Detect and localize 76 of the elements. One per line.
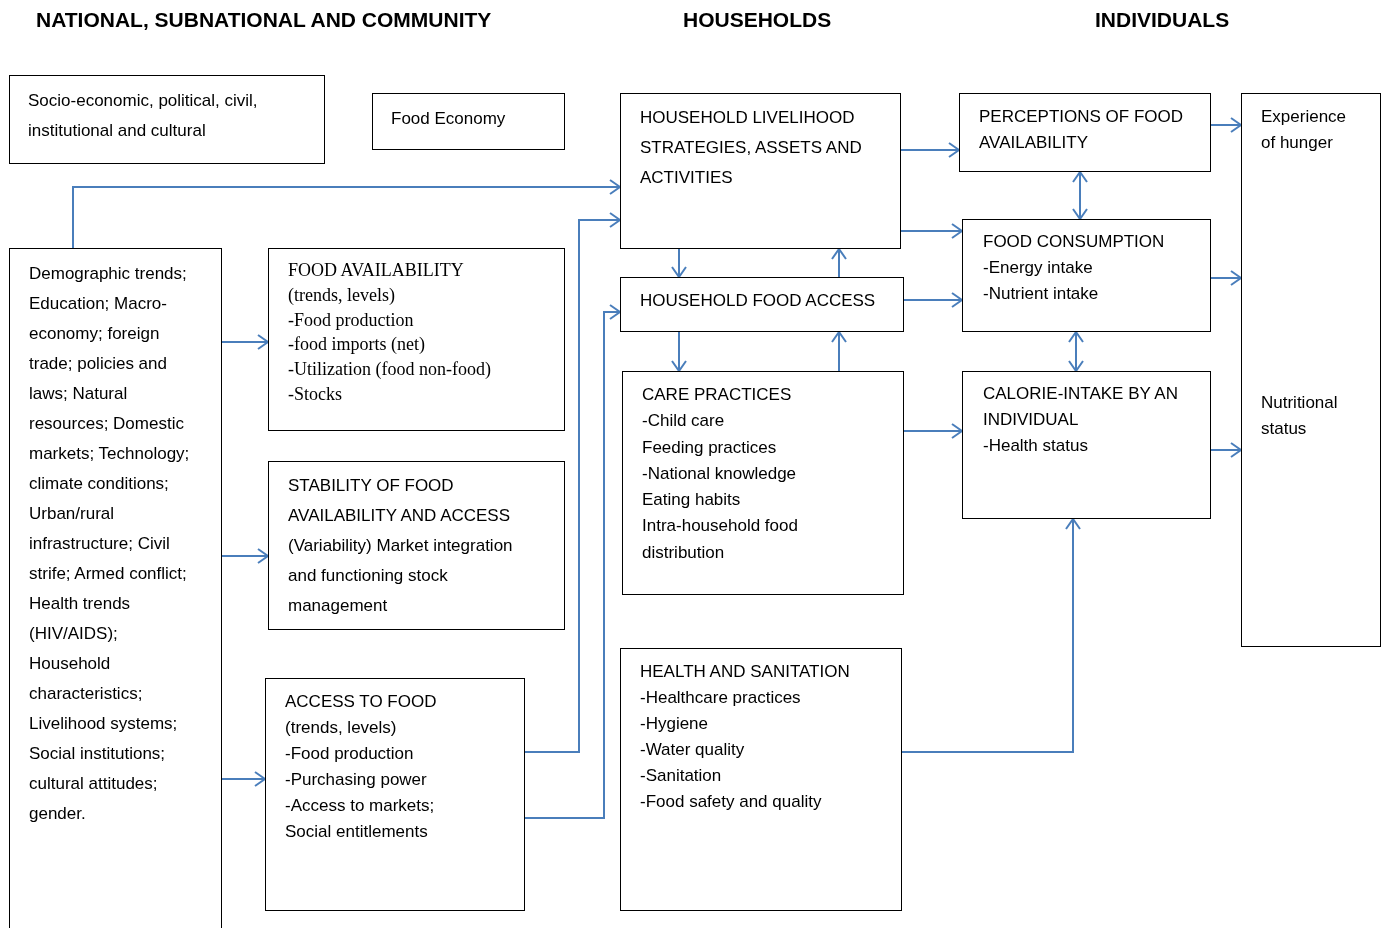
box-text: -Hygiene	[640, 713, 710, 735]
arrow	[524, 212, 621, 753]
process-box	[962, 219, 1211, 332]
column-heading: HOUSEHOLDS	[683, 8, 832, 32]
process-box	[265, 678, 525, 911]
box-text: -Food production	[288, 308, 415, 332]
process-box	[620, 93, 901, 249]
box-text: -Sanitation	[640, 765, 723, 787]
box-text: -Food safety and quality	[640, 791, 823, 813]
box-text: Social entitlements	[285, 821, 429, 843]
box-text: (Variability) Market integration and functioning stock management	[288, 535, 514, 617]
box-heading: Experience of hunger	[1261, 106, 1348, 154]
box-text: -Nutrient intake	[983, 283, 1100, 305]
process-box	[268, 461, 565, 630]
box-text: -Healthcare practices	[640, 687, 802, 709]
box-text: -Health status	[983, 435, 1089, 457]
box-text: -Purchasing power	[285, 769, 428, 791]
arrow	[671, 331, 687, 372]
box-heading: STABILITY OF FOOD AVAILABILITY AND ACCESS	[288, 475, 512, 527]
box-text: Feeding practices	[642, 436, 778, 459]
process-box	[959, 93, 1211, 172]
arrow	[901, 518, 1081, 753]
box-text: Food Economy	[391, 108, 507, 130]
arrow	[1210, 442, 1242, 458]
arrow	[900, 223, 963, 239]
box-text: Demographic trends; Education; Macro-economy; foreign trade; policies and laws; Natural resources; Domestic markets; Technology; climate conditions; Urban/rural infrastructure; Civil strife; Armed conflict; Health trends (HIV/AIDS); Household characteristics; Livelihood systems; Social institutions; cultural attitudes; gender.	[29, 263, 191, 825]
box-heading: ACCESS TO FOOD	[285, 691, 438, 713]
box-text: Eating habits	[642, 489, 742, 512]
box-text: -National knowledge	[642, 462, 798, 485]
box-heading: CALORIE-INTAKE BY AN INDIVIDUAL	[983, 383, 1179, 431]
arrow	[72, 179, 621, 249]
arrow	[1210, 117, 1242, 133]
box-text: (trends, levels)	[288, 283, 396, 307]
box-text: -Food production	[285, 743, 415, 765]
box-heading: FOOD CONSUMPTION	[983, 231, 1166, 253]
process-box	[372, 93, 565, 150]
process-box	[620, 277, 904, 332]
arrow	[831, 248, 847, 278]
process-box	[268, 248, 565, 431]
arrow	[1210, 270, 1242, 286]
box-text: (trends, levels)	[285, 717, 398, 739]
box-text: -Energy intake	[983, 257, 1094, 279]
box-text: -Water quality	[640, 739, 746, 761]
arrow	[524, 304, 621, 819]
box-heading: HEALTH AND SANITATION	[640, 661, 851, 683]
arrow	[900, 142, 960, 158]
arrow	[903, 423, 963, 439]
arrow	[903, 292, 963, 308]
box-text: -Child care	[642, 410, 726, 433]
box-text: Socio-economic, political, civil, institutional and cultural	[28, 90, 259, 142]
box-heading: CARE PRACTICES	[642, 384, 793, 406]
process-box	[620, 648, 902, 911]
box-text: Nutritional status	[1261, 392, 1339, 440]
box-text: -Utilization (food non-food)	[288, 358, 492, 382]
column-heading: NATIONAL, SUBNATIONAL AND COMMUNITY	[36, 8, 492, 32]
process-box	[9, 248, 222, 928]
arrow	[221, 548, 269, 564]
box-text: -Stocks	[288, 383, 343, 406]
box-text: HOUSEHOLD LIVELIHOOD STRATEGIES, ASSETS AND ACTIVITIES	[640, 107, 863, 189]
box-text: Intra-household food distribution	[642, 515, 799, 564]
arrow	[1068, 331, 1084, 372]
box-text: HOUSEHOLD FOOD ACCESS	[640, 290, 877, 312]
box-text: -food imports (net)	[288, 333, 426, 357]
box-text: PERCEPTIONS OF FOOD AVAILABILITY	[979, 106, 1185, 154]
arrow	[221, 771, 266, 787]
process-box	[1241, 93, 1381, 647]
arrow	[831, 331, 847, 372]
process-box	[9, 75, 325, 164]
arrow	[221, 334, 269, 350]
box-text: -Access to markets;	[285, 795, 436, 817]
arrow	[1072, 171, 1088, 220]
process-box	[622, 371, 904, 595]
column-heading: INDIVIDUALS	[1095, 8, 1230, 32]
box-heading: FOOD AVAILABILITY	[288, 259, 465, 282]
arrow	[671, 248, 687, 278]
process-box	[962, 371, 1211, 519]
